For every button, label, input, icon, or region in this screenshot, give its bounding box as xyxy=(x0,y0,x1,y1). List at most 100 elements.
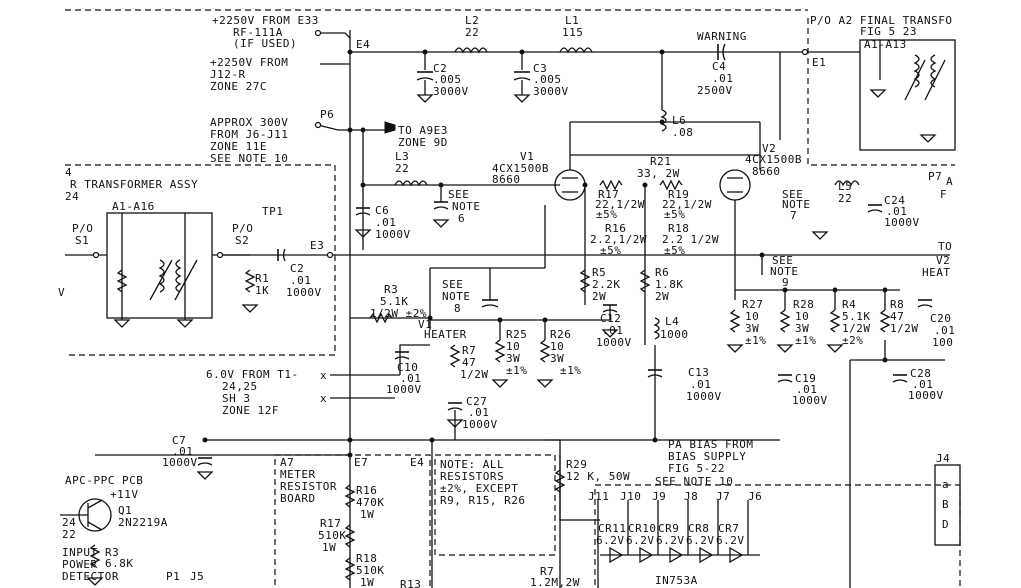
label-see6b: NOTE xyxy=(452,200,481,213)
label-c13: C13 xyxy=(688,366,709,379)
label-p1: P1 xyxy=(166,570,180,583)
label-zone27c: ZONE 27C xyxy=(210,80,267,93)
c28-cap xyxy=(892,374,908,383)
label-l4v: 1000 xyxy=(660,328,689,341)
r5-zig xyxy=(579,269,591,293)
r1-zig xyxy=(244,269,256,293)
label-j6: J6 xyxy=(748,490,762,503)
label-if-used: (IF USED) xyxy=(233,37,297,50)
label-r13: R13 xyxy=(400,578,421,588)
label-note2: RESISTORS xyxy=(440,470,504,483)
label-l5v: 22 xyxy=(838,192,852,205)
label-c13a: .01 xyxy=(690,378,711,391)
label-r28: R28 xyxy=(793,298,814,311)
label-r27: R27 xyxy=(742,298,763,311)
l6-coil xyxy=(660,109,667,132)
label-final-hdr: P/O A2 FINAL TRANSFO xyxy=(810,14,952,27)
label-r7bv: 1.2M,2W xyxy=(530,576,580,588)
label-v2t: 4CX1500B xyxy=(745,153,802,166)
label-a1a13: A1-A13 xyxy=(864,38,907,51)
l4-coil xyxy=(653,317,660,340)
label-c20b: 100 xyxy=(932,336,953,349)
l1-coil xyxy=(559,47,593,54)
label-c2b-lbl: C2 xyxy=(290,262,304,275)
label-c2b-a: .01 xyxy=(290,274,311,287)
label-r16t: ±5% xyxy=(600,244,621,257)
label-r27v: 10 xyxy=(745,310,759,323)
r27-zig xyxy=(729,309,741,333)
label-e7: E7 xyxy=(354,456,368,469)
label-r26t: ±1% xyxy=(560,364,581,377)
label-c28b: 1000V xyxy=(908,389,944,402)
label-c27a: .01 xyxy=(468,406,489,419)
label-l6v: .08 xyxy=(672,126,693,139)
label-t24: 24,25 xyxy=(222,380,258,393)
label-r8w: 1/2W xyxy=(890,322,919,335)
label-r4: R4 xyxy=(842,298,856,311)
label-c4a: .01 xyxy=(712,72,733,85)
label-j9: J9 xyxy=(652,490,666,503)
label-r16v: 2.2,1/2W xyxy=(590,233,647,246)
r17-zig xyxy=(599,179,623,191)
c2-cap xyxy=(416,71,434,95)
label-n24: 24 xyxy=(62,516,76,529)
label-seenote10b: SEE NOTE 10 xyxy=(655,475,733,488)
label-see6a: SEE xyxy=(448,188,469,201)
label-see8b: NOTE xyxy=(442,290,471,303)
c20-cap xyxy=(917,299,933,308)
label-see9b: NOTE xyxy=(770,265,799,278)
label-rf111a: RF-111A xyxy=(233,26,283,39)
label-v1h: V1 xyxy=(418,318,432,331)
label-r3t: 1/2W ±2% xyxy=(370,307,427,320)
label-see6c: 6 xyxy=(458,212,465,225)
label-s1: S1 xyxy=(75,234,89,247)
label-c10a: .01 xyxy=(400,372,421,385)
label-r16: R16 xyxy=(605,222,626,235)
label-c13b: 1000V xyxy=(686,390,722,403)
label-see7b: NOTE xyxy=(782,198,811,211)
label-x2: x xyxy=(320,392,327,405)
label-l4: L4 xyxy=(665,315,679,328)
cr8-diode xyxy=(699,546,714,564)
label-r8: R8 xyxy=(890,298,904,311)
label-l2: L2 xyxy=(465,14,479,27)
c6-cap xyxy=(355,207,371,216)
label-tp1: TP1 xyxy=(262,205,283,218)
capacitors xyxy=(197,43,933,466)
c4-cap xyxy=(717,43,726,61)
label-r5: R5 xyxy=(592,266,606,279)
label-r26: R26 xyxy=(550,328,571,341)
r7a-zig xyxy=(449,344,461,368)
label-biassup: BIAS SUPPLY xyxy=(668,450,746,463)
inductors xyxy=(394,47,860,340)
label-r4t: ±2% xyxy=(842,334,863,347)
label-c10b: 1000V xyxy=(386,383,422,396)
r3b-zig xyxy=(89,544,101,568)
label-r3: R3 xyxy=(384,283,398,296)
label-c2a: .005 xyxy=(433,73,462,86)
label-v2n: 8660 xyxy=(752,165,781,178)
q1-transistor xyxy=(60,498,112,532)
l2-coil xyxy=(454,47,488,54)
label-see7a: SEE xyxy=(782,188,803,201)
c12-cap xyxy=(602,304,618,313)
label-heater: HEATER xyxy=(424,328,467,341)
label-c19b: 1000V xyxy=(792,394,828,407)
label-r18b: R18 xyxy=(356,552,377,565)
label-r16bw: 1W xyxy=(360,508,374,521)
label-v62-3: 6.2V xyxy=(656,534,685,547)
label-a7: A7 xyxy=(280,456,294,469)
label-r19t: ±5% xyxy=(664,208,685,221)
label-r28t: ±1% xyxy=(795,334,816,347)
label-warning: WARNING xyxy=(697,30,747,43)
label-c24b: 1000V xyxy=(884,216,920,229)
label-fig523: FIG 5 23 xyxy=(860,25,917,38)
resistors xyxy=(89,179,891,581)
r3-zig xyxy=(369,312,393,324)
label-detector: DETECTOR xyxy=(62,570,119,583)
label-toa9e3: TO A9E3 xyxy=(398,124,448,137)
c3-cap xyxy=(513,71,531,95)
label-see9c: 9 xyxy=(782,276,789,289)
label-r16bv: 470K xyxy=(356,496,385,509)
label-r25: R25 xyxy=(506,328,527,341)
